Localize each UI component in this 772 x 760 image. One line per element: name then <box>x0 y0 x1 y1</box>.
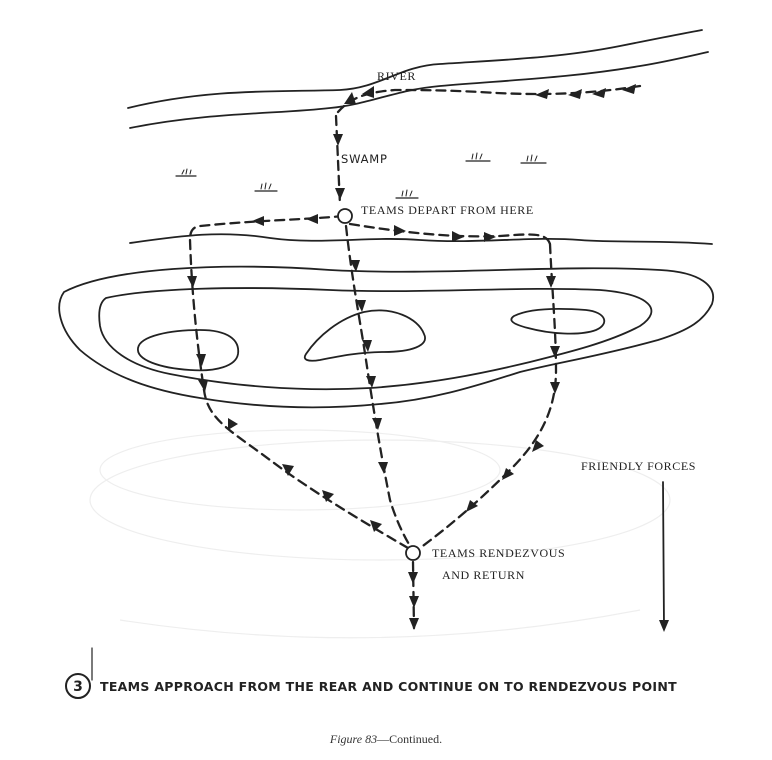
rendezvous-label-line2: AND RETURN <box>442 568 525 582</box>
rendezvous-point <box>405 545 421 561</box>
route-arrow <box>366 376 376 388</box>
route-arrow <box>356 300 366 312</box>
route-west-column <box>188 238 410 550</box>
route-west-branch <box>188 214 346 242</box>
river-arrow <box>592 88 606 98</box>
route-center-column <box>344 224 412 548</box>
friendly-forces-label: FRIENDLY FORCES <box>581 459 696 473</box>
swamp-symbol <box>520 154 547 164</box>
swamp-marks <box>175 152 547 199</box>
route-arrow <box>187 276 197 288</box>
route-arrow <box>408 572 418 584</box>
route-arrow <box>228 418 238 430</box>
route-arrow <box>409 596 419 608</box>
route-arrow <box>350 260 360 272</box>
swamp-edge <box>129 233 713 245</box>
route-arrow <box>335 188 345 200</box>
contour-inner-right <box>510 307 606 335</box>
route-arrow <box>532 440 544 452</box>
contour-inner-center <box>303 309 426 362</box>
route-arrow <box>372 418 382 430</box>
route-east-branch <box>348 222 552 246</box>
river-arrow <box>568 89 582 99</box>
route-arrow <box>502 468 514 480</box>
route-arrow <box>484 232 496 242</box>
river-arrow <box>622 84 636 94</box>
route-arrow <box>198 380 208 392</box>
route-arrow <box>252 216 264 226</box>
route-return <box>411 560 416 630</box>
friendly-forces-arrowhead <box>659 620 669 632</box>
river-arrow <box>344 92 356 104</box>
friendly-forces-line <box>662 481 665 629</box>
river-upper-bank <box>127 29 703 109</box>
route-arrow <box>546 276 556 288</box>
river-route <box>336 84 642 114</box>
contour-outer <box>58 265 714 409</box>
route-arrow <box>409 618 419 630</box>
departure-point <box>337 208 353 224</box>
contour-middle <box>98 287 653 391</box>
route-arrow <box>322 490 334 502</box>
route-arrow <box>550 382 560 394</box>
figure-caption: Figure 83—Continued. <box>329 732 442 746</box>
swamp-symbol <box>395 189 419 199</box>
river-lower-bank <box>129 51 709 129</box>
route-arrow <box>378 462 388 474</box>
swamp-symbol <box>175 168 197 177</box>
route-arrow <box>394 225 406 236</box>
route-arrow <box>370 520 382 532</box>
river-arrow <box>535 89 549 99</box>
swamp-symbol <box>465 152 491 162</box>
route-arrow <box>306 214 318 224</box>
contour-inner-left <box>137 329 239 372</box>
swamp-label: SWAMP <box>341 152 388 166</box>
step-number-circle <box>65 673 91 699</box>
route-arrow <box>452 231 464 242</box>
figure-caption-label: Figure 83 <box>329 732 377 746</box>
route-arrow <box>282 464 294 476</box>
step-number: 3 <box>73 679 83 695</box>
rendezvous-label-line1: TEAMS RENDEZVOUS <box>432 546 565 560</box>
river-arrow <box>362 86 374 98</box>
figure-caption-suffix: —Continued. <box>376 732 442 746</box>
route-arrow <box>333 134 343 146</box>
depart-label: TEAMS DEPART FROM HERE <box>361 203 534 217</box>
step-caption: TEAMS APPROACH FROM THE REAR AND CONTINU… <box>100 679 677 694</box>
river-label: RIVER <box>377 69 416 83</box>
route-arrow <box>196 354 206 366</box>
river <box>127 29 709 129</box>
route-east-column <box>418 242 558 550</box>
swamp-symbol <box>254 182 278 192</box>
route-arrow <box>362 340 372 352</box>
hill-contours <box>58 265 714 409</box>
route-arrow <box>550 346 560 358</box>
route-arrow <box>466 500 478 512</box>
